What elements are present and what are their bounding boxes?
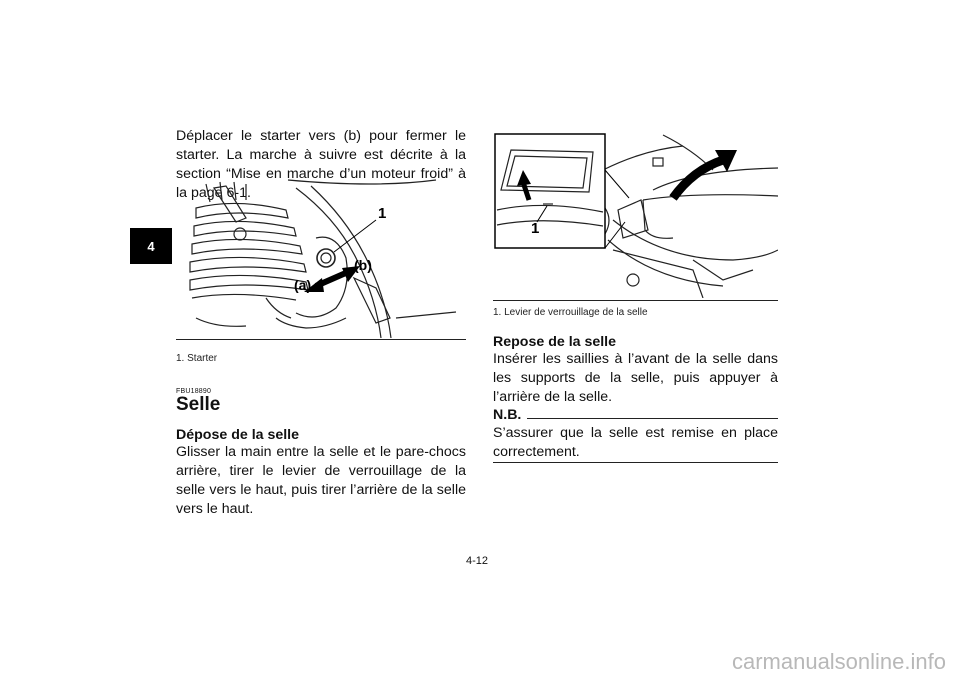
callout-1-inset: 1: [531, 220, 539, 237]
note-bottom-rule: [493, 462, 778, 463]
section-code: FBU18890: [176, 388, 212, 395]
watermark: carmanualsonline.info: [731, 649, 946, 674]
subheading-repose: Repose de la selle: [493, 334, 617, 350]
note-top-rule: [527, 418, 778, 419]
figure-divider: [176, 339, 466, 340]
repose-paragraph: Insérer les saillies à l’avant de la sel…: [493, 351, 778, 405]
section-title: Selle: [176, 394, 221, 415]
page-number: 4-12: [466, 555, 489, 567]
starter-illustration: 1 (a) (b): [176, 178, 466, 339]
label-a: (a): [294, 277, 311, 293]
note-label: N.B.: [493, 407, 522, 423]
depose-paragraph: Glisser la main entre la selle et le par…: [176, 444, 466, 517]
note-text: S’assurer que la selle est remise en pla…: [493, 425, 778, 460]
figure1-caption: 1. Starter: [176, 353, 218, 364]
subheading-depose: Dépose de la selle: [176, 427, 300, 443]
label-b: (b): [354, 257, 372, 273]
intro-paragraph: Déplacer le starter vers (b) pour fermer…: [176, 128, 466, 201]
seat-illustration: 1: [493, 130, 779, 299]
callout-1: 1: [378, 205, 386, 222]
chapter-tab: 4: [130, 228, 172, 264]
figure2-caption: 1. Levier de verrouillage de la selle: [493, 307, 648, 318]
figure2-divider: [493, 300, 778, 301]
